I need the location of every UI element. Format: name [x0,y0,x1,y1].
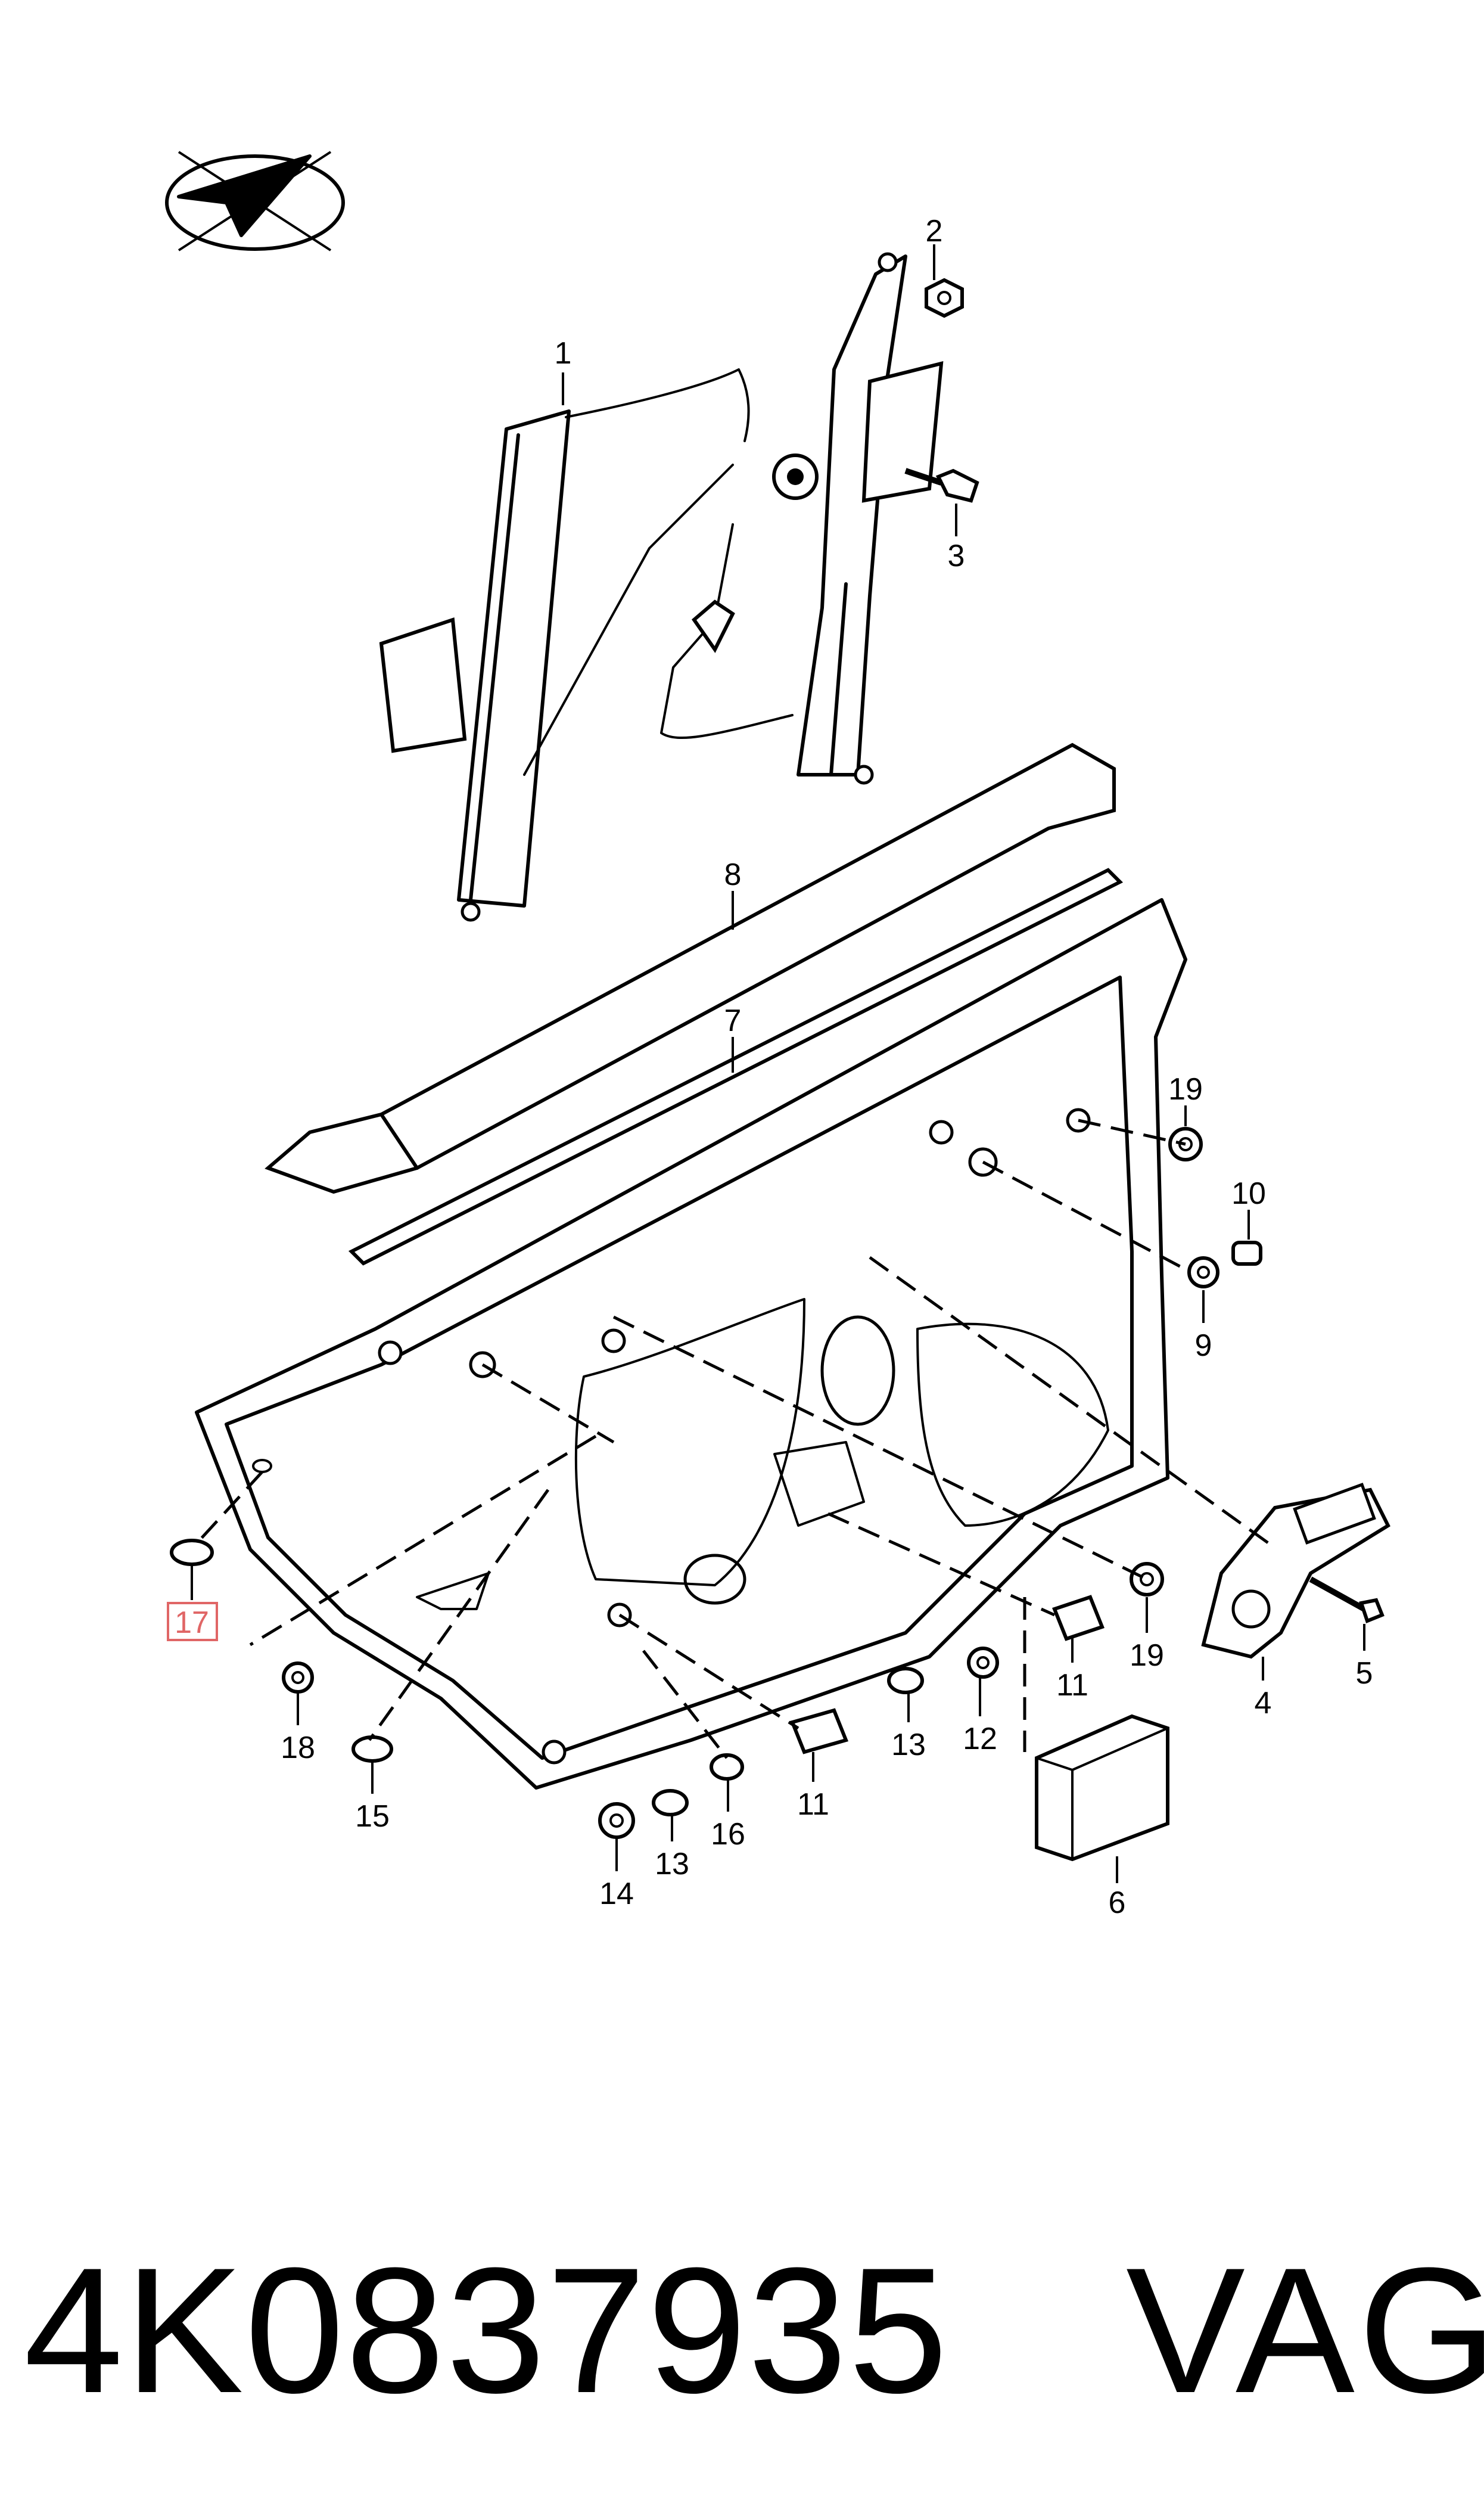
callout-10: 10 [1231,1176,1266,1211]
plug-part-13-right [887,1667,924,1694]
callout-4: 4 [1255,1686,1272,1720]
callout-15: 15 [355,1799,390,1834]
callout-5: 5 [1356,1656,1373,1691]
callout-7: 7 [724,1004,742,1038]
damper-part-11-center [789,1708,849,1754]
bolt-part-3 [904,468,979,503]
damper-part-11-right [1052,1595,1105,1641]
callout-14: 14 [599,1877,634,1911]
callout-2: 2 [926,214,943,249]
nut-part-2 [925,278,964,318]
callout-6: 6 [1109,1886,1126,1920]
leader-lines [191,244,1365,1883]
callout-8: 8 [724,858,742,892]
door-control-module [1035,1714,1169,1862]
window-motor [1201,1483,1390,1659]
grommet-part-14 [598,1802,635,1839]
grommet-part-12 [967,1647,999,1679]
callout-18: 18 [281,1731,315,1765]
callout-11-center: 11 [797,1787,829,1822]
callout-11-right: 11 [1056,1668,1088,1703]
assembly-lines [195,1119,1270,1759]
callout-labels: 1 2 3 4 5 6 7 8 9 10 11 11 12 13 13 14 1… [167,214,1373,1920]
callout-16: 16 [711,1817,745,1852]
footer-caption: 4K0837935 VAG [24,2230,1484,2430]
callout-13-right: 13 [891,1728,926,1762]
callout-3: 3 [948,539,965,573]
callout-17: 17 [175,1605,209,1640]
plug-part-17 [170,1539,214,1566]
brand-name: VAG [1126,2230,1484,2430]
callout-1: 1 [555,336,572,371]
clip-part-10 [1231,1241,1262,1266]
grommet-part-9 [1187,1256,1219,1288]
callout-9: 9 [1195,1328,1212,1363]
callout-17-highlight-box [167,1602,218,1641]
grommet-part-18 [282,1661,314,1694]
callout-12: 12 [963,1722,997,1756]
door-panel [195,898,1187,1790]
grommet-part-19-lower [1130,1562,1164,1596]
window-regulator [379,252,944,922]
plug-part-16 [710,1753,744,1781]
window-strip-outer [265,743,1116,1194]
plug-part-15 [351,1735,393,1763]
callout-19-lower: 19 [1130,1638,1164,1673]
screw-part-5 [1309,1576,1385,1623]
part-number: 4K0837935 [24,2230,949,2430]
plug-part-13-left [652,1789,689,1816]
window-strip-inner [348,868,1124,1266]
orientation-logo-icon [165,151,345,251]
callout-13-left: 13 [655,1847,689,1881]
callout-19-upper: 19 [1168,1072,1203,1107]
